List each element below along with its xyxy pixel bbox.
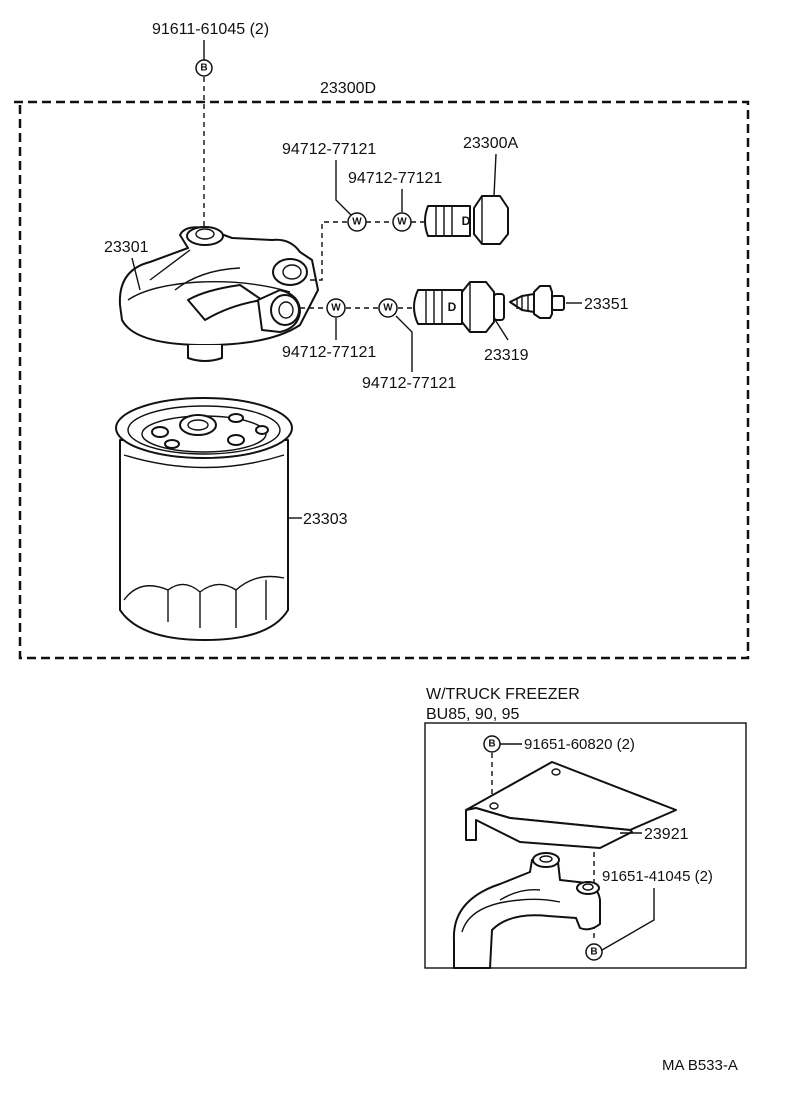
union-23319: D bbox=[413, 281, 505, 333]
svg-text:W: W bbox=[352, 217, 362, 228]
leader-plug-a bbox=[493, 153, 497, 197]
guard-plate-23921 bbox=[465, 761, 677, 849]
svg-text:D: D bbox=[448, 300, 457, 314]
bolt-b-symbol-inset-bottom: B bbox=[585, 943, 603, 961]
inset-bracket-partial bbox=[452, 852, 601, 969]
label-washer-lower-1: 94712-77121 bbox=[282, 344, 376, 361]
leader-washer-upper-1 bbox=[335, 160, 353, 217]
svg-text:B: B bbox=[200, 63, 207, 74]
leader-union bbox=[493, 317, 509, 341]
inset-frame bbox=[424, 722, 747, 969]
label-washer-upper-1: 94712-77121 bbox=[282, 141, 376, 158]
washer-w-symbol-lower-1: W bbox=[326, 298, 346, 318]
svg-text:W: W bbox=[331, 303, 341, 314]
figure-code: MA B533-A bbox=[662, 1057, 738, 1074]
leader-inset-bolt-bottom bbox=[601, 888, 655, 951]
label-bolt-top: 91611-61045 (2) bbox=[152, 21, 269, 38]
label-inset-plate: 23921 bbox=[644, 826, 689, 843]
label-union: 23319 bbox=[484, 347, 529, 364]
bleeder-23351 bbox=[509, 285, 565, 319]
svg-text:B: B bbox=[590, 947, 597, 958]
svg-text:B: B bbox=[488, 739, 495, 750]
washer-w-symbol-upper-2: W bbox=[392, 212, 412, 232]
plug-23300a: D bbox=[424, 195, 509, 245]
inset-title-1: W/TRUCK FREEZER bbox=[426, 686, 580, 703]
label-assembly: 23300D bbox=[320, 80, 376, 97]
label-washer-lower-2: 94712-77121 bbox=[362, 375, 456, 392]
label-bleeder: 23351 bbox=[584, 296, 629, 313]
svg-text:D: D bbox=[462, 214, 471, 228]
filter-element-23303 bbox=[115, 397, 293, 641]
leader-filter-bracket bbox=[131, 257, 141, 291]
svg-text:W: W bbox=[383, 303, 393, 314]
washer-w-symbol-upper-1: W bbox=[347, 212, 367, 232]
label-plug-a: 23300A bbox=[463, 135, 518, 152]
inset-title-2: BU85, 90, 95 bbox=[426, 706, 520, 723]
washer-w-symbol-lower-2: W bbox=[378, 298, 398, 318]
label-filter-bracket: 23301 bbox=[104, 239, 149, 256]
label-inset-bolt-bottom: 91651-41045 (2) bbox=[602, 868, 713, 885]
svg-text:W: W bbox=[397, 217, 407, 228]
bolt-b-symbol-inset-top: B bbox=[483, 735, 501, 753]
label-filter-element: 23303 bbox=[303, 511, 348, 528]
label-washer-upper-2: 94712-77121 bbox=[348, 170, 442, 187]
dash-upper-path bbox=[310, 221, 348, 281]
filter-bracket bbox=[118, 226, 319, 362]
assembly-frame bbox=[14, 100, 750, 660]
leader-washer-lower-2 bbox=[395, 315, 413, 372]
label-inset-bolt-top: 91651-60820 (2) bbox=[524, 736, 635, 753]
bolt-b-symbol-top: B bbox=[195, 59, 213, 77]
